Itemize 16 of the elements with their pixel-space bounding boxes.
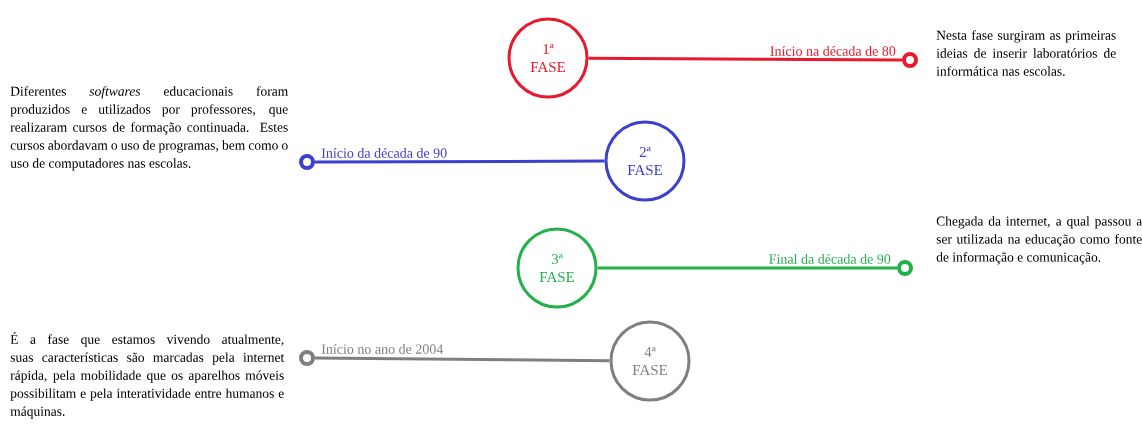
- connector-line: [315, 356, 610, 363]
- connector-line: [315, 159, 605, 164]
- edge-label: Início da década de 90: [320, 146, 449, 159]
- description-text: Diferentes softwares educacionais foram produzidos e utilizados por professores, que realizaram cursos de formação continuada. Estes cursos abordavam o uso de programas, bem como o uso de computadores nas escolas.: [10, 86, 288, 171]
- connector-line: [597, 266, 897, 270]
- end-ring: [299, 350, 315, 366]
- edge-label: Início na década de 80: [768, 44, 897, 57]
- end-ring: [902, 52, 918, 68]
- description-text: É a fase que estamos vivendo atualmente, suas características são marcadas pela internet rápida, pela mobilidade que os aparelhos móveis possibilitam e pela interatividade entre humanos e máquinas.: [10, 332, 285, 419]
- connector-line: [588, 56, 902, 62]
- edge-label: Final da década de 90: [767, 252, 892, 265]
- end-ring: [299, 154, 315, 170]
- end-ring: [897, 260, 913, 276]
- edge-label: Início no ano de 2004: [320, 342, 445, 355]
- description-text: Nesta fase surgiram as primeiras ideias de inserir laboratórios de informática nas escolas.: [936, 30, 1116, 76]
- description-text: Chegada da internet, a qual passou a ser utilizada na educação como fonte de informação e comunicação.: [936, 216, 1142, 265]
